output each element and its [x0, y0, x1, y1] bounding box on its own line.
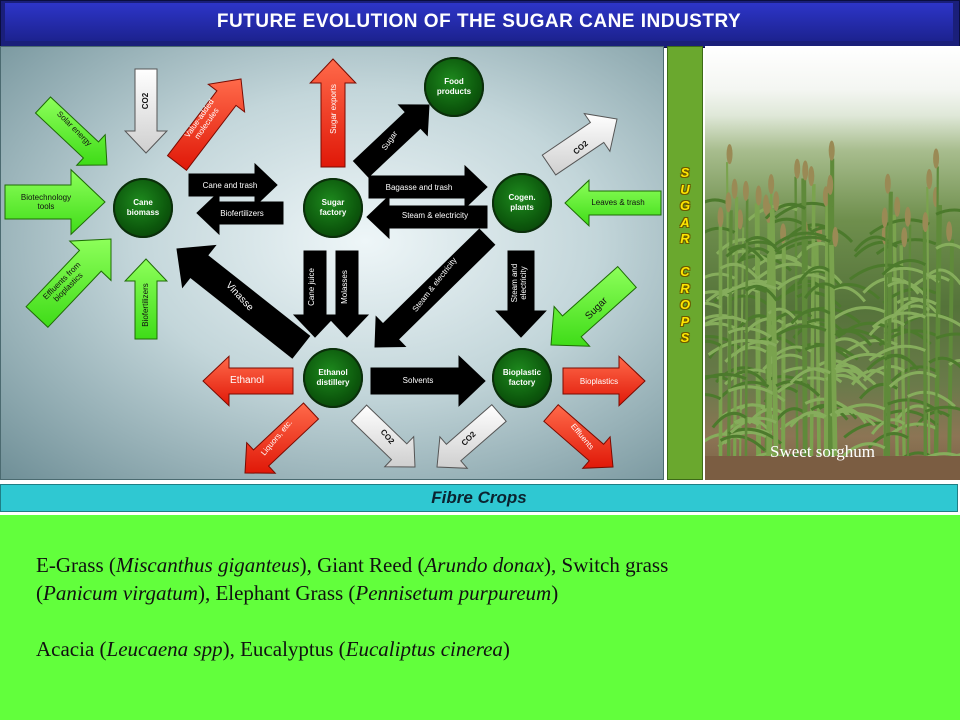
node-cane-biomass: Cane biomass: [113, 178, 173, 238]
label-biotechnology-tools: Biotechnology tools: [20, 192, 72, 211]
arrow-co2-cane: [123, 68, 169, 154]
node-ethanol-distillery: Ethanol distillery: [303, 348, 363, 408]
arrow-cane-juice: [292, 250, 338, 338]
arrow-liquors-etc: [244, 402, 320, 474]
arrow-layer: [4, 58, 662, 474]
arrow-bagasse-and-trash: [368, 164, 488, 210]
arrow-effluents: [543, 403, 614, 469]
arrow-value-added-molecules: [166, 78, 246, 172]
arrow-co2-ethanol: [350, 404, 416, 468]
arrow-steam-electricity-vertical: [495, 250, 547, 338]
arrow-sugar-green: [550, 265, 638, 347]
node-food-products: Food products: [424, 57, 484, 117]
arrow-molasses: [324, 250, 370, 338]
sugar-crops-label: S U G A R C R O P S: [679, 165, 691, 345]
label-biofertilizers-vertical: Biofertilizers: [141, 283, 151, 327]
label-solvents: Solvents: [402, 376, 434, 386]
sorghum-field-image: [705, 140, 960, 480]
title-bar: FUTURE EVOLUTION OF THE SUGAR CANE INDUS…: [0, 0, 960, 48]
label-molasses: Molasses: [340, 270, 350, 304]
arrow-biotechnology-tools: [4, 168, 106, 236]
arrow-leaves-and-trash: [564, 179, 662, 227]
label-leaves-and-trash: Leaves & trash: [591, 198, 645, 208]
arrow-co2-bioplastic: [436, 403, 507, 469]
node-bioplastic-factory: Bioplastic factory: [492, 348, 552, 408]
node-sugar-factory: Sugar factory: [303, 178, 363, 238]
arrow-sugar: [352, 104, 430, 178]
node-cogen-plants: Cogen. plants: [492, 173, 552, 233]
fibre-crops-heading: Fibre Crops: [0, 484, 958, 512]
label-ethanol: Ethanol: [230, 375, 264, 387]
label-biofertilizers: Biofertilizers: [220, 209, 264, 219]
arrow-bioplastics: [562, 355, 646, 407]
arrow-effluents-from-bioplastics: [25, 238, 112, 329]
label-steam-and-electricity-vertical: Steam and electricity: [509, 263, 528, 303]
arrow-ethanol: [202, 355, 294, 407]
arrow-co2-cogen: [541, 112, 618, 176]
fibre-paragraph-grasses: E-Grass (Miscanthus giganteus), Giant Re…: [36, 553, 669, 605]
arrow-cane-and-trash: [188, 162, 278, 208]
sweet-sorghum-photo: Sweet sorghum: [705, 46, 960, 480]
label-bagasse-and-trash: Bagasse and trash: [385, 183, 453, 193]
arrow-steam-and-electricity: [366, 194, 488, 240]
label-bioplastics: Bioplastics: [579, 377, 619, 387]
label-steam-and-electricity: Steam & electricity: [401, 211, 469, 221]
label-sugar-exports: Sugar exports: [329, 84, 339, 134]
slide-title: FUTURE EVOLUTION OF THE SUGAR CANE INDUS…: [5, 3, 953, 41]
arrow-solvents: [370, 355, 486, 407]
fibre-paragraph-trees: Acacia (Leucaena spp), Eucalyptus (Eucal…: [36, 637, 510, 661]
photo-caption: Sweet sorghum: [770, 442, 875, 461]
label-cane-and-trash: Cane and trash: [202, 181, 258, 191]
process-diagram: Cane biomass Sugar factory Food products…: [0, 46, 664, 480]
label-cane-juice: Cane juice: [307, 268, 317, 306]
arrow-sugar-exports: [309, 58, 357, 168]
arrow-vinasse: [176, 244, 311, 359]
arrow-solar-energy: [34, 96, 108, 166]
label-co2-cane: CO2: [141, 92, 151, 110]
sugar-crops-bar: S U G A R C R O P S: [667, 46, 703, 480]
arrow-biofertilizers-left: [196, 190, 284, 236]
fibre-crops-panel: E-Grass (Miscanthus giganteus), Giant Re…: [0, 515, 960, 720]
arrow-steam-electricity-diag: [374, 228, 496, 348]
arrow-biofertilizers-up: [123, 258, 169, 340]
